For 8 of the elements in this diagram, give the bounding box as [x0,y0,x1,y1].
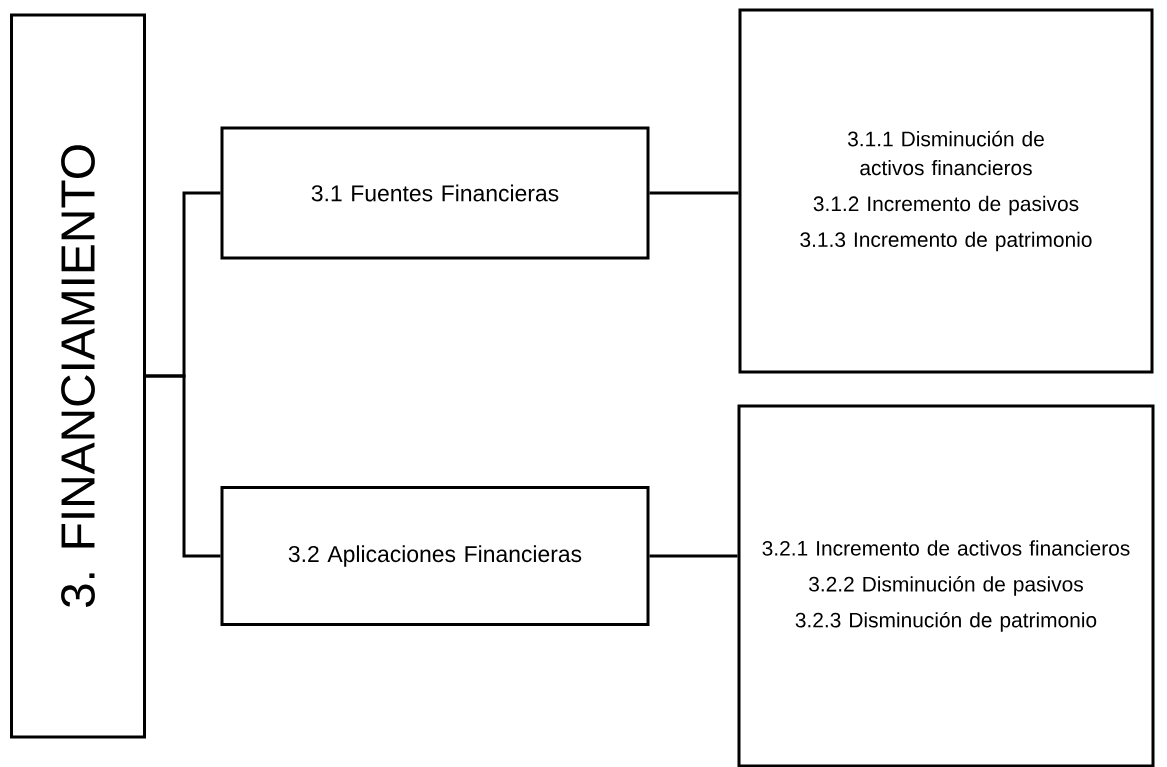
category-box: 3.1 Fuentes Financieras [220,126,650,260]
connector-line [649,554,738,558]
detail-box: 3.1.1 Disminución de activos financieros 3.1.2 Incremento de pasivos 3.1.3 Incremento de patrimonio [738,8,1154,374]
connector-line [649,191,739,195]
connector-line [146,374,221,558]
category-box: 3.2 Aplicaciones Financieras [220,486,650,626]
detail-box: 3.2.1 Incremento de activos financieros 3.2.2 Disminución de pasivos 3.2.3 Disminución de patrimonio [737,404,1155,767]
title-box: 3. FINANCIAMIENTO [10,13,146,739]
